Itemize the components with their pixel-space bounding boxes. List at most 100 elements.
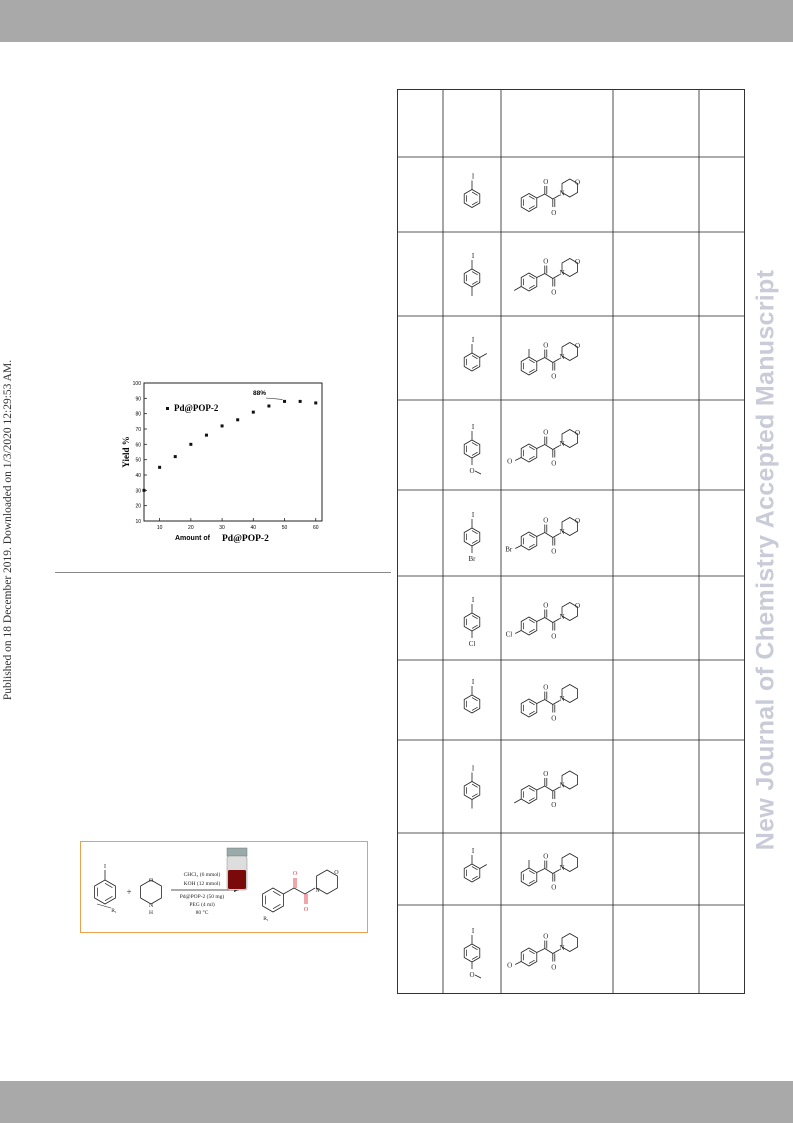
- iodo-label: I: [472, 173, 475, 181]
- ring-carbonyl-bond: [536, 948, 545, 953]
- reagent-catalyst: Pd@POP-2 (50 mg): [180, 893, 225, 900]
- aromatic-bond: [471, 955, 478, 960]
- aromatic-bond: [528, 628, 535, 633]
- substituent-bond: [96, 903, 112, 909]
- carbonyl-carbonyl-bond: [544, 699, 554, 705]
- iodo-label: I: [472, 927, 475, 935]
- carbonyl-2-o: O: [551, 715, 556, 723]
- aromatic-bond: [528, 619, 535, 624]
- ring-carbonyl-bond: [283, 887, 295, 895]
- iodo-label: I: [472, 847, 475, 855]
- aromatic-bond: [471, 875, 478, 880]
- vial-liquid: [228, 870, 246, 889]
- amine-n: N: [559, 528, 564, 536]
- data-point: [158, 465, 162, 469]
- aromatic-bond: [471, 615, 478, 620]
- aromatic-bond: [471, 201, 478, 206]
- legend-label: Pd@POP-2: [174, 403, 219, 413]
- y-tick-label: 10: [135, 519, 141, 525]
- carbonyl-2-o: O: [551, 209, 556, 217]
- carbonyl-1-o: O: [543, 602, 548, 610]
- published-text: Published on 18 December 2019. Downloade…: [2, 359, 14, 701]
- amide-bond: [552, 949, 560, 954]
- amide-bond: [552, 194, 560, 200]
- para-substituent-label: Cl: [469, 640, 476, 648]
- x-axis-label-prefix: Amount of: [175, 535, 211, 542]
- aromatic-bond: [471, 866, 478, 871]
- aromatic-bond: [471, 793, 478, 798]
- amine-n: N: [559, 190, 564, 198]
- amine-n: N: [559, 695, 564, 703]
- amine-ring: [561, 933, 578, 952]
- carbonyl-1-o: O: [543, 258, 548, 266]
- legend-marker: [166, 407, 169, 410]
- aromatic-bond: [528, 879, 535, 884]
- y-tick-label: 80: [135, 412, 141, 418]
- substituent-label: R₁: [111, 908, 117, 914]
- y-tick-label: 70: [135, 427, 141, 433]
- carbonyl-1-o: O: [543, 933, 548, 941]
- carbonyl-carbonyl-bond: [544, 357, 554, 363]
- y-tick-label: 60: [135, 442, 141, 448]
- carbonyl-2-o: O: [551, 964, 556, 972]
- morpholine-o: O: [149, 878, 154, 884]
- x-tick-label: 20: [188, 525, 194, 531]
- iodo-label: I: [472, 678, 475, 686]
- aromatic-bond: [528, 275, 535, 280]
- ring-carbonyl-bond: [536, 532, 545, 537]
- carbonyl-1-o: O: [543, 178, 548, 186]
- y-tick-label: 20: [135, 504, 141, 510]
- reagent-temperature: 80 °C: [196, 909, 209, 916]
- carbonyl-carbonyl-bond: [293, 887, 306, 895]
- morpholine-n: N: [149, 903, 154, 909]
- carbonyl-carbonyl-bond: [544, 617, 554, 623]
- aromatic-bond: [528, 455, 535, 460]
- amine-o: O: [575, 517, 580, 525]
- bottom-banner: [0, 1081, 793, 1123]
- aromatic-bond: [471, 624, 478, 629]
- aromatic-bond: [104, 896, 113, 901]
- x-tick-label: 10: [157, 525, 163, 531]
- aromatic-bond: [528, 195, 535, 200]
- ring-carbonyl-bond: [536, 444, 545, 449]
- data-point: [142, 488, 146, 492]
- top-banner: [0, 0, 793, 42]
- amine-ring: [561, 429, 578, 448]
- aromatic-bond: [528, 959, 535, 964]
- iodo-label: I: [472, 765, 475, 773]
- aromatic-bond: [471, 355, 478, 360]
- carbonyl-carbonyl-bond: [544, 532, 554, 538]
- aromatic-bond: [272, 904, 281, 909]
- morpholine-h: H: [149, 910, 153, 916]
- methoxy-bond: [474, 470, 482, 475]
- carbonyl-1-o: O: [293, 871, 298, 877]
- carbonyl-2-o: O: [551, 801, 556, 809]
- amide-bond: [552, 869, 560, 874]
- product-n: N: [315, 888, 320, 894]
- aromatic-bond: [528, 710, 535, 715]
- aromatic-bond: [471, 697, 478, 702]
- morpholine-ring: [140, 879, 162, 905]
- aromatic-bond: [471, 706, 478, 711]
- amine-n: N: [559, 353, 564, 361]
- peak-annotation: 88%: [253, 390, 266, 397]
- annotation-arrow: [265, 397, 283, 400]
- amide-bond: [552, 445, 560, 450]
- amine-n: N: [559, 782, 564, 790]
- carbonyl-1-o: O: [543, 684, 548, 692]
- carbonyl-2-o: O: [551, 289, 556, 297]
- carbonyl-carbonyl-bond: [544, 273, 554, 279]
- aromatic-bond: [471, 442, 478, 447]
- carbonyl-2-o: O: [304, 907, 309, 913]
- substrate-ring: [463, 694, 481, 714]
- carbonyl-2-o: O: [551, 548, 556, 556]
- substrate-table-svg: IOONOIOONOIOONOIOOOONOIBrBrOONOIClClOONO…: [398, 90, 744, 993]
- data-point: [314, 401, 318, 405]
- data-point: [204, 433, 208, 437]
- vial-cap: [226, 847, 248, 857]
- para-substituent-label: Br: [469, 555, 477, 563]
- carbonyl-carbonyl-bond: [544, 444, 554, 450]
- para-substituent-label: O: [507, 962, 512, 970]
